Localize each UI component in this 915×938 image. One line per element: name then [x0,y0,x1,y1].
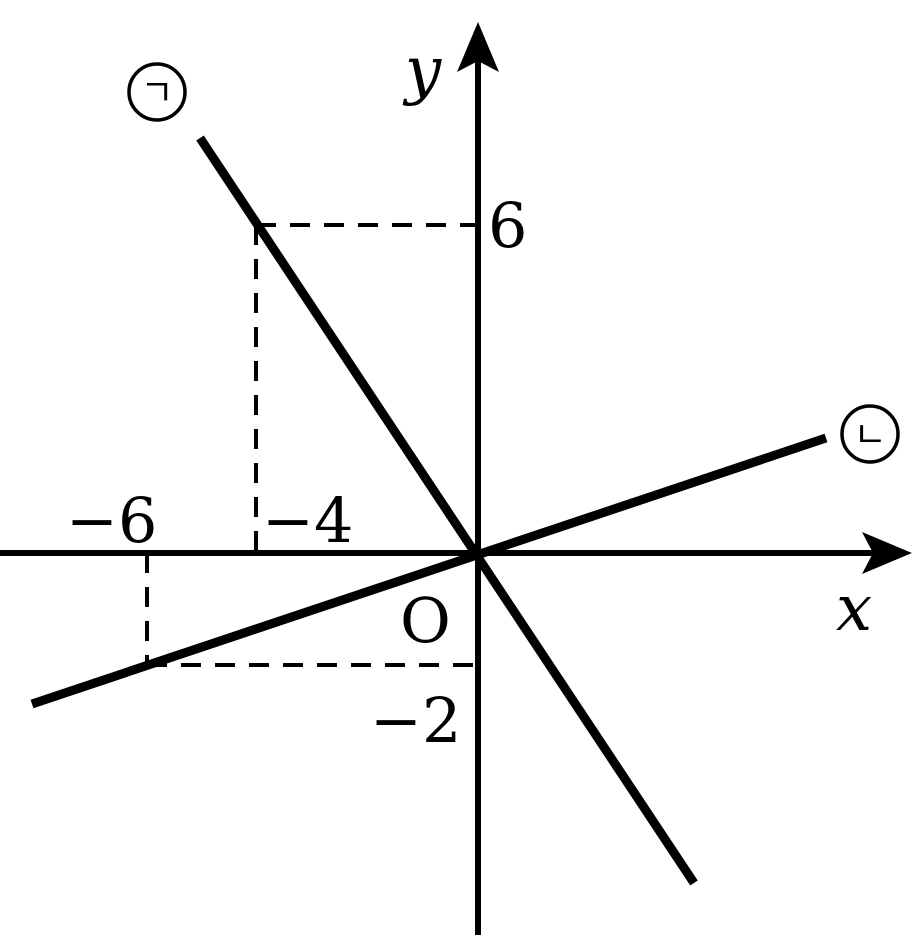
x-axis-arrow-icon [862,532,912,574]
badge-nieun-text: ㄴ [853,415,886,456]
y-tick-minus2: −2 [370,684,461,757]
x-tick-minus4: −4 [262,484,353,557]
badge-giyeok: ㄱ [127,62,187,122]
line-giyeok [196,135,698,886]
badge-giyeok-text: ㄱ [140,73,173,114]
x-tick-minus6: −6 [66,484,157,557]
y-axis-arrow-icon [457,22,499,72]
y-tick-6: 6 [488,189,527,262]
line-nieun [30,433,828,709]
origin-label: O [400,584,451,657]
badge-nieun: ㄴ [840,404,900,464]
y-axis-label: y [402,34,442,108]
x-axis-label: x [836,572,872,646]
